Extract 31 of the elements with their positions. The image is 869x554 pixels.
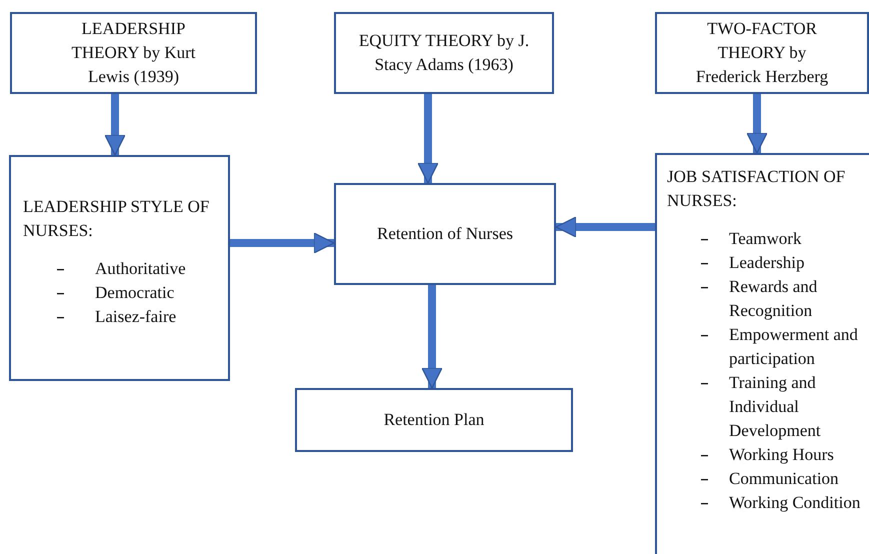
list-item: Training and Individual Development: [729, 372, 821, 440]
list-item: Authoritative: [95, 258, 186, 278]
process-box: [295, 388, 573, 452]
list-box: [655, 153, 869, 554]
box-label: Retention of Nurses: [377, 223, 513, 246]
block-arrow: [104, 94, 126, 156]
box-label: TWO-FACTOR THEORY by Frederick Herzberg: [694, 18, 830, 88]
list-box: [9, 155, 230, 381]
box-label: Retention Plan: [384, 409, 484, 432]
list-item: Working Hours: [729, 444, 834, 464]
process-box: [334, 183, 556, 285]
box-heading: LEADERSHIP STYLE OF NURSES:: [23, 196, 210, 242]
list-item: Democratic: [95, 282, 174, 302]
process-box: [10, 12, 257, 94]
list-item: Communication: [729, 468, 839, 488]
block-arrow: [421, 285, 443, 389]
list-item: Laisez-faire: [95, 306, 176, 326]
block-arrow: [746, 94, 768, 154]
block-arrow: [417, 94, 439, 184]
box-label: EQUITY THEORY by J. Stacy Adams (1963): [358, 30, 530, 76]
list-item: Rewards and Recognition: [729, 276, 818, 320]
box-label: LEADERSHIP THEORY by Kurt Lewis (1939): [70, 18, 197, 88]
list-item: Working Condition: [729, 492, 860, 512]
block-arrow: [230, 232, 335, 254]
list-item: Empowerment and participation: [729, 324, 858, 368]
block-arrow: [555, 216, 655, 238]
process-box: [655, 12, 869, 94]
box-heading: JOB SATISFACTION OF NURSES:: [667, 166, 846, 212]
process-box: [334, 12, 554, 94]
list-item: Leadership: [729, 252, 805, 272]
list-item: Teamwork: [729, 228, 802, 248]
